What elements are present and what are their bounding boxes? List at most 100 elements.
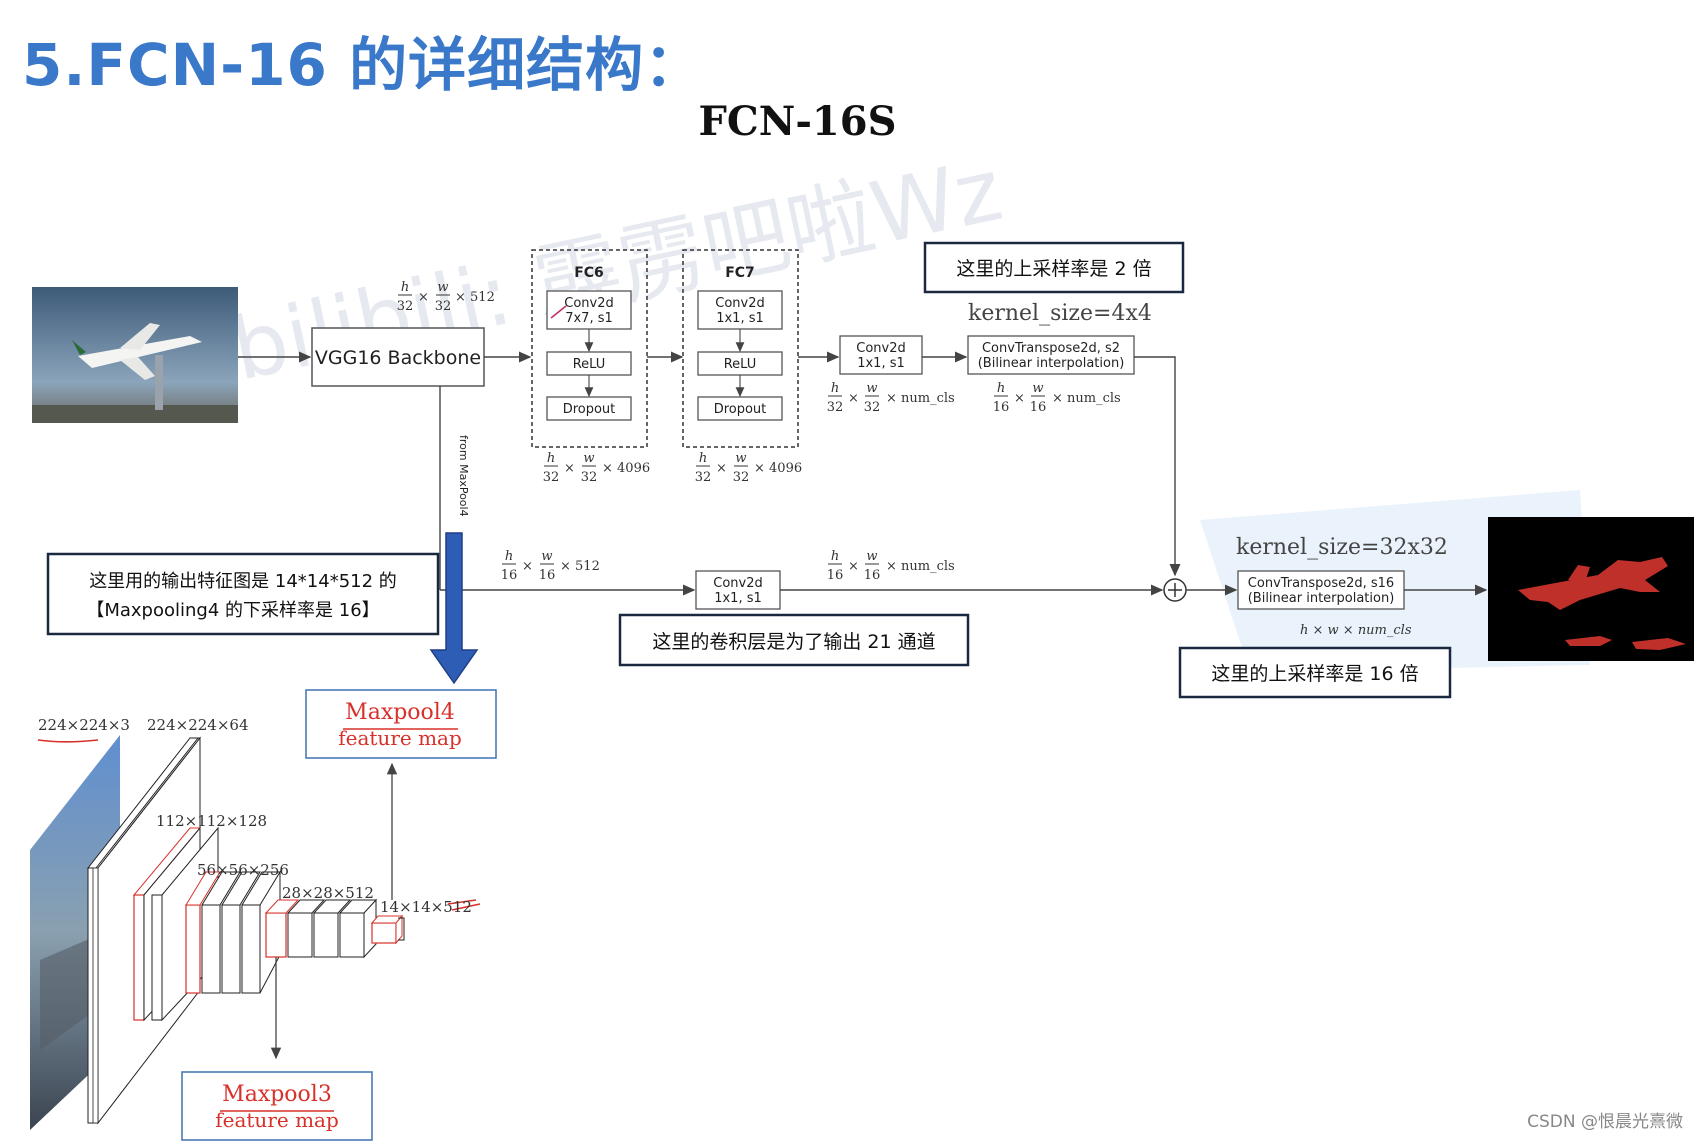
conv-b-out-dim: h 16 × w 16 × num_cls: [827, 549, 955, 583]
maxpool3-box: [181, 1071, 373, 1141]
maxpool3-label-1: Maxpool3: [222, 1082, 332, 1107]
upsample-to-sum-arrow: [1134, 356, 1181, 577]
conv-pool4-label-1: Conv2d: [713, 576, 763, 591]
svg-text:×: ×: [564, 461, 575, 476]
annotation-pool4: [46, 552, 440, 636]
fc7-dropout-label: Dropout: [714, 402, 767, 417]
fc6-out-dim: h 32 × w 32 × 4096: [543, 451, 650, 485]
svg-text:× 4096: × 4096: [602, 461, 650, 476]
svg-text:16: 16: [539, 568, 556, 583]
fc7-group: [682, 249, 799, 448]
fc6-conv-label-2: 7x7, s1: [565, 311, 613, 326]
svg-text:w: w: [735, 451, 746, 466]
page-title: 5.FCN-16 的详细结构：: [22, 31, 704, 99]
svg-text:32: 32: [543, 470, 560, 485]
svg-text:16: 16: [1030, 400, 1047, 415]
conv-pool4-label-2: 1x1, s1: [714, 591, 762, 606]
conv-pool4-box: [695, 570, 781, 610]
svg-text:×: ×: [716, 461, 727, 476]
svg-text:× 4096: × 4096: [754, 461, 802, 476]
upsample-16x-label-1: ConvTranspose2d, s16: [1248, 576, 1394, 591]
annotation-pool4-text-2: 【Maxpooling4 的下采样率是 16】: [86, 600, 379, 621]
annotation-conv-21: [618, 613, 970, 667]
kernel-size-32-label: kernel_size=32x32: [1236, 535, 1448, 560]
svg-text:h: h: [547, 451, 555, 466]
upsample-2x-label-2: (Bilinear interpolation): [978, 356, 1125, 371]
svg-text:32: 32: [397, 299, 414, 314]
fc7-conv-label-2: 1x1, s1: [716, 311, 764, 326]
fc6-title: FC6: [574, 265, 604, 281]
svg-text:×: ×: [418, 290, 429, 305]
fc7-out-dim: h 32 × w 32 × 4096: [695, 451, 802, 485]
fc6-relu-label: ReLU: [573, 357, 606, 372]
maxpool4-label-2: feature map: [338, 726, 462, 750]
svg-text:h: h: [997, 381, 1005, 396]
svg-text:w: w: [437, 280, 448, 295]
conv-a-out-dim: h 32 × w 32 × num_cls: [827, 381, 955, 415]
kernel-size-4-label: kernel_size=4x4: [968, 301, 1152, 326]
svg-text:16: 16: [864, 568, 881, 583]
svg-text:16: 16: [993, 400, 1010, 415]
maxpool4-box: [305, 689, 497, 759]
upsample-2x-label-1: ConvTranspose2d, s2: [982, 341, 1120, 356]
svg-text:h: h: [401, 280, 409, 295]
fc6-dropout-label: Dropout: [563, 402, 616, 417]
vgg-dim-3: 112×112×128: [156, 812, 267, 830]
svg-text:16: 16: [501, 568, 518, 583]
fc7-title: FC7: [725, 265, 755, 281]
svg-text:32: 32: [733, 470, 750, 485]
svg-text:32: 32: [864, 400, 881, 415]
svg-text:× num_cls: × num_cls: [886, 559, 955, 574]
from-maxpool4-label: from MaxPool4: [457, 435, 470, 517]
svg-text:× 512: × 512: [455, 290, 495, 305]
svg-text:w: w: [583, 451, 594, 466]
svg-text:h: h: [505, 549, 513, 564]
maxpool4-label-1: Maxpool4: [345, 700, 455, 725]
pool4-dim: h 16 × w 16 × 512: [501, 549, 600, 583]
vgg-dim-5: 28×28×512: [282, 884, 374, 902]
diagram-title: FCN-16S: [698, 98, 897, 145]
svg-text:32: 32: [695, 470, 712, 485]
pen-mark: [550, 305, 567, 319]
svg-text:h: h: [831, 549, 839, 564]
svg-text:h: h: [699, 451, 707, 466]
svg-text:w: w: [866, 381, 877, 396]
svg-text:32: 32: [581, 470, 598, 485]
vgg-dim-1: 224×224×3: [38, 716, 130, 734]
svg-text:32: 32: [827, 400, 844, 415]
conv-1x1-box: [839, 335, 923, 375]
input-image: [32, 287, 238, 423]
svg-text:w: w: [541, 549, 552, 564]
conv-1x1-label-2: 1x1, s1: [857, 356, 905, 371]
svg-text:×: ×: [848, 391, 859, 406]
svg-text:16: 16: [827, 568, 844, 583]
annotation-upsample-16x: [1178, 646, 1452, 699]
upsample-16x-label-2: (Bilinear interpolation): [1248, 591, 1395, 606]
vgg-dim-4: 56×56×256: [197, 861, 289, 879]
vgg16-backbone-box: [311, 327, 485, 387]
vgg16-backbone-label: VGG16 Backbone: [315, 347, 481, 369]
annotation-upsample-2x: [923, 241, 1185, 294]
svg-text:× num_cls: × num_cls: [886, 391, 955, 406]
upsample-2x-box: [967, 335, 1135, 375]
annotation-upsample-16x-text: 这里的上采样率是 16 倍: [1211, 663, 1418, 685]
sum-node-icon: [1163, 578, 1187, 602]
vgg-dim-6: 14×14×512: [380, 898, 472, 916]
svg-text:h: h: [831, 381, 839, 396]
annotation-upsample-2x-text: 这里的上采样率是 2 倍: [956, 258, 1151, 280]
upsample2-out-dim: h 16 × w 16 × num_cls: [993, 381, 1121, 415]
fc7-conv-label-1: Conv2d: [715, 296, 765, 311]
conv-1x1-label-1: Conv2d: [856, 341, 906, 356]
svg-text:× 512: × 512: [560, 559, 600, 574]
svg-text:× num_cls: × num_cls: [1052, 391, 1121, 406]
svg-text:×: ×: [848, 559, 859, 574]
fc6-conv-label-1: Conv2d: [564, 296, 614, 311]
annotation-pool4-text-1: 这里用的输出特征图是 14*14*512 的: [89, 571, 397, 592]
footer-credit: CSDN @恨晨光熹微: [1527, 1112, 1683, 1132]
output-segmentation-image: [1488, 517, 1694, 661]
svg-text:w: w: [866, 549, 877, 564]
svg-text:×: ×: [1014, 391, 1025, 406]
annotation-conv-21-text: 这里的卷积层是为了输出 21 通道: [652, 631, 935, 653]
